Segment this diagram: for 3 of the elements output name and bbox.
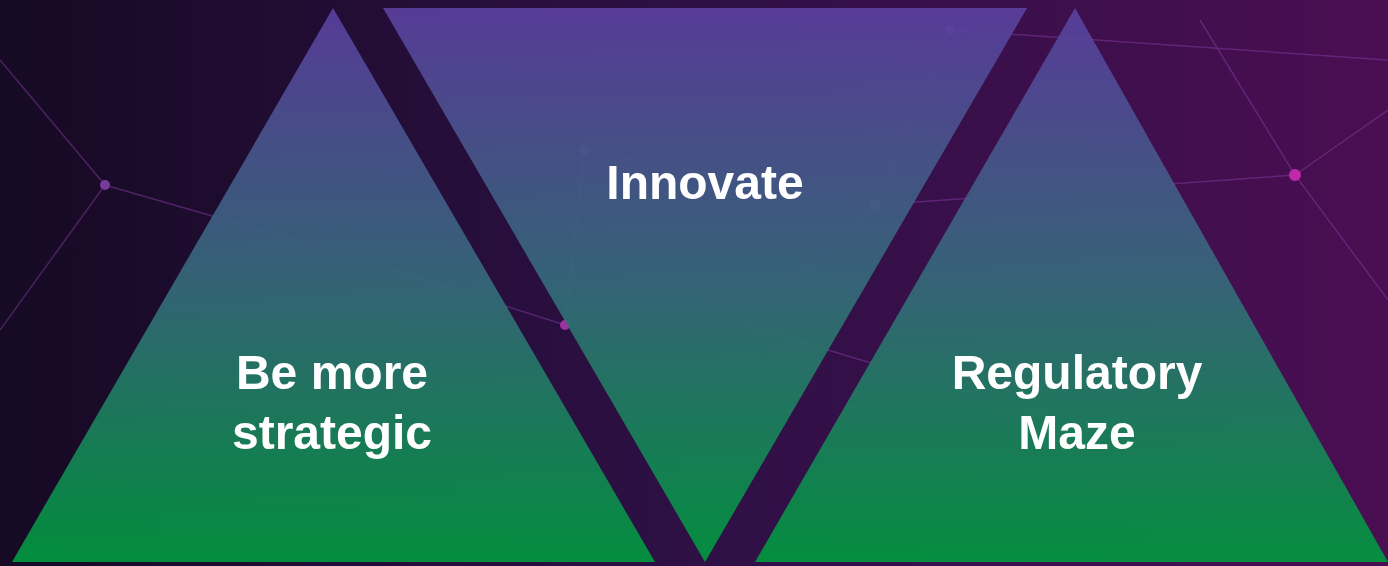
triangle-label: Be more strategic [230, 345, 434, 461]
triangle-label: Regulatory Maze [950, 345, 1204, 461]
triangle-label: Innovate [605, 155, 805, 211]
